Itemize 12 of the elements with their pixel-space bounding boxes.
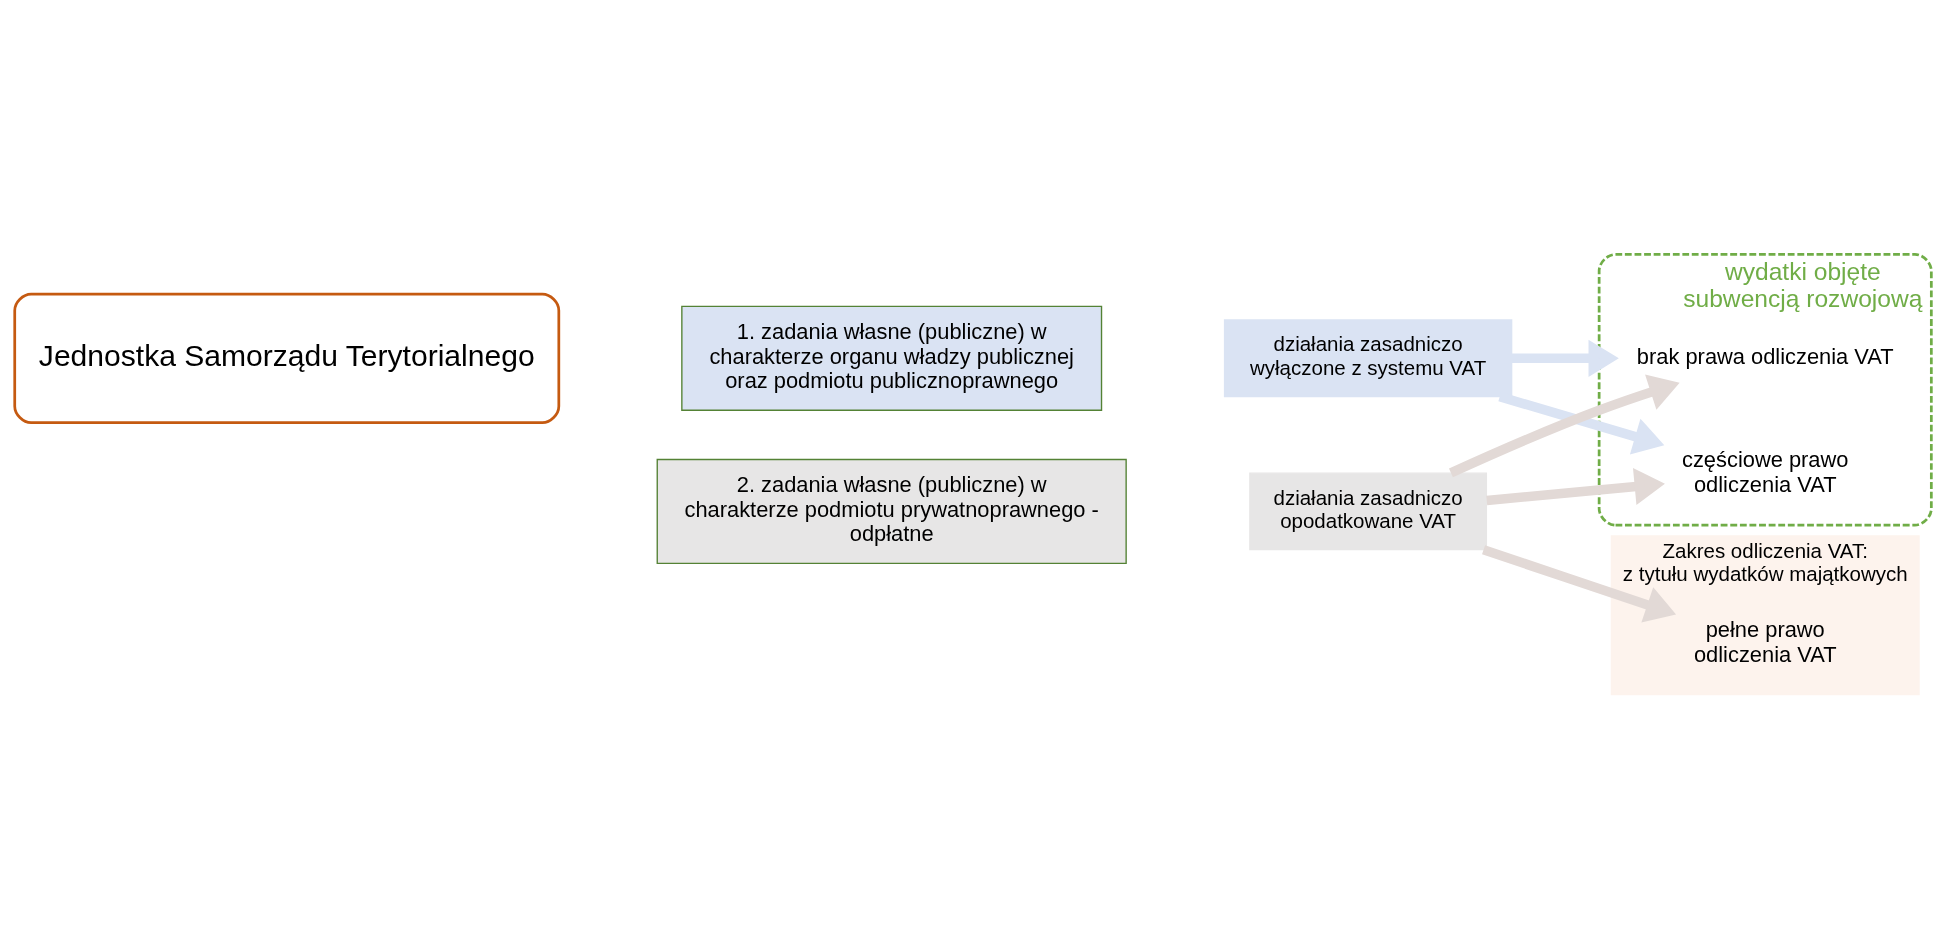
arrow — [1486, 467, 1665, 505]
node-box: 2. zadania własne (publiczne) w charakterze podmiotu prywatnoprawnego - odpłatne — [656, 458, 1127, 564]
node-box: 1. zadania własne (publiczne) w charakterze organu władzy publicznej oraz podmiotu publicznoprawnego — [681, 305, 1103, 411]
node-text: pełne prawo odliczenia VAT — [1693, 616, 1837, 667]
arrow — [1448, 373, 1680, 477]
node-text: częściowe prawo odliczenia VAT — [1682, 446, 1849, 497]
node-text: brak prawa odliczenia VAT — [1636, 343, 1894, 368]
arrow — [1482, 544, 1677, 622]
node-box: Jednostka Samorządu Terytorialnego — [13, 292, 561, 424]
arrow — [1511, 339, 1619, 377]
node-box: działania zasadniczo wyłączone z systemu VAT — [1223, 318, 1513, 397]
node-box: działania zasadniczo opodatkowane VAT — [1249, 471, 1488, 550]
